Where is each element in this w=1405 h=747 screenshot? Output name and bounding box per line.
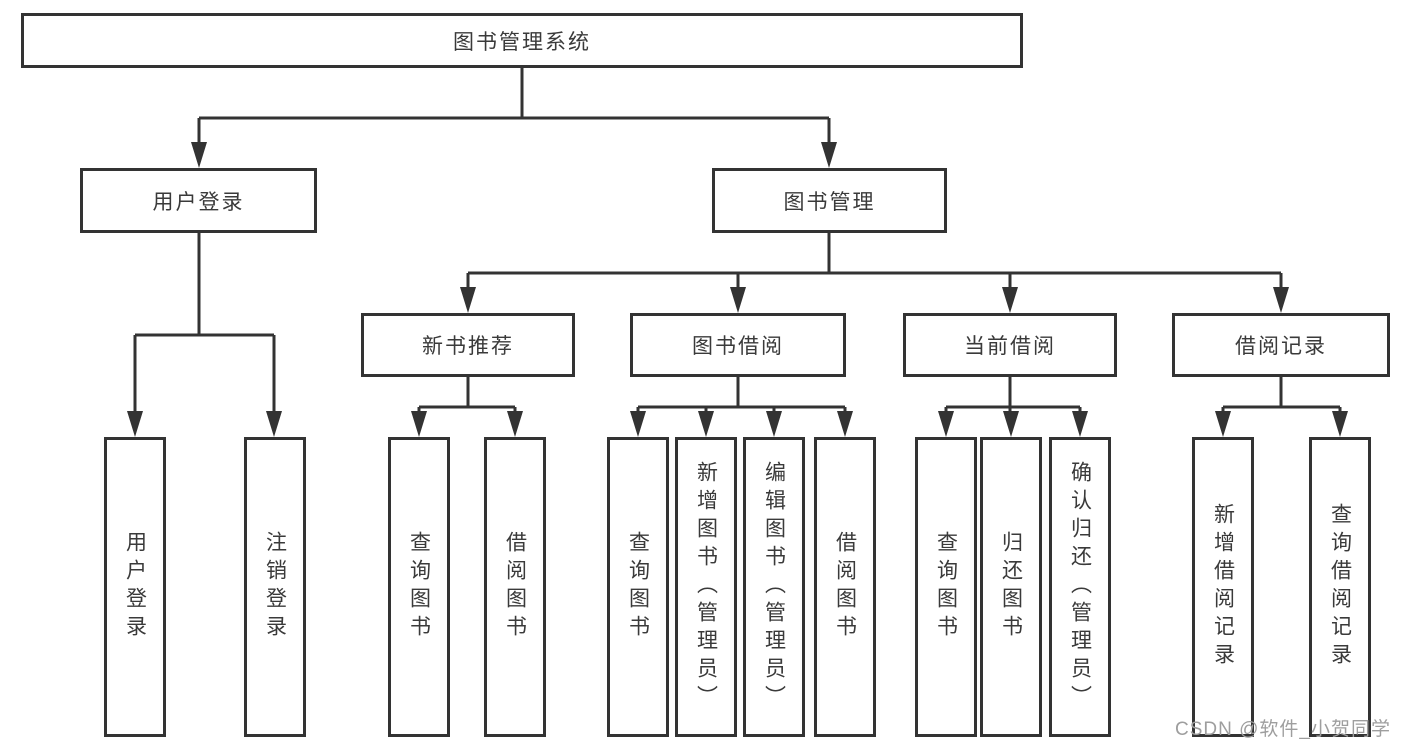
leaf-return-books: 归还图书 [980, 437, 1042, 737]
leaf-edit-books-admin-label: 编辑图书（管理员） [762, 461, 786, 713]
leaf-query-books-current-label: 查询图书 [934, 531, 958, 643]
leaf-query-books-borrowing-label: 查询图书 [626, 531, 650, 643]
leaf-query-books-recommend: 查询图书 [388, 437, 450, 737]
node-root-label: 图书管理系统 [453, 30, 591, 54]
node-new-book-recommendation-label: 新书推荐 [422, 335, 514, 358]
leaf-query-borrow-record-label: 查询借阅记录 [1328, 503, 1352, 671]
leaf-query-borrow-record: 查询借阅记录 [1309, 437, 1371, 737]
node-book-borrowing: 图书借阅 [630, 313, 846, 377]
watermark: CSDN @软件_小贺同学 [1175, 719, 1391, 740]
leaf-borrow-books-borrowing-label: 借阅图书 [833, 531, 857, 643]
node-root: 图书管理系统 [21, 13, 1023, 68]
leaf-confirm-return-admin: 确认归还（管理员） [1049, 437, 1111, 737]
node-current-borrowing-label: 当前借阅 [964, 335, 1056, 358]
leaf-logout-login: 注销登录 [244, 437, 306, 737]
node-user-login-label: 用户登录 [152, 190, 245, 214]
leaf-add-books-admin-label: 新增图书（管理员） [694, 461, 718, 713]
node-new-book-recommendation: 新书推荐 [361, 313, 575, 377]
leaf-user-login: 用户登录 [104, 437, 166, 737]
node-borrowing-records: 借阅记录 [1172, 313, 1390, 377]
leaf-confirm-return-admin-label: 确认归还（管理员） [1068, 461, 1092, 713]
leaf-user-login-label: 用户登录 [123, 531, 147, 643]
leaf-borrow-books-recommend-label: 借阅图书 [503, 531, 527, 643]
leaf-edit-books-admin: 编辑图书（管理员） [743, 437, 805, 737]
node-current-borrowing: 当前借阅 [903, 313, 1117, 377]
leaf-borrow-books-recommend: 借阅图书 [484, 437, 546, 737]
leaf-query-books-borrowing: 查询图书 [607, 437, 669, 737]
leaf-add-books-admin: 新增图书（管理员） [675, 437, 737, 737]
leaf-return-books-label: 归还图书 [999, 531, 1023, 643]
leaf-query-books-current: 查询图书 [915, 437, 977, 737]
leaf-add-borrow-record-label: 新增借阅记录 [1211, 503, 1235, 671]
node-book-management-label: 图书管理 [783, 190, 876, 214]
node-book-borrowing-label: 图书借阅 [692, 335, 784, 358]
leaf-borrow-books-borrowing: 借阅图书 [814, 437, 876, 737]
node-borrowing-records-label: 借阅记录 [1235, 335, 1327, 358]
leaf-query-books-recommend-label: 查询图书 [407, 531, 431, 643]
leaf-add-borrow-record: 新增借阅记录 [1192, 437, 1254, 737]
node-book-management: 图书管理 [712, 168, 947, 233]
node-user-login: 用户登录 [80, 168, 317, 233]
leaf-logout-login-label: 注销登录 [263, 531, 287, 643]
